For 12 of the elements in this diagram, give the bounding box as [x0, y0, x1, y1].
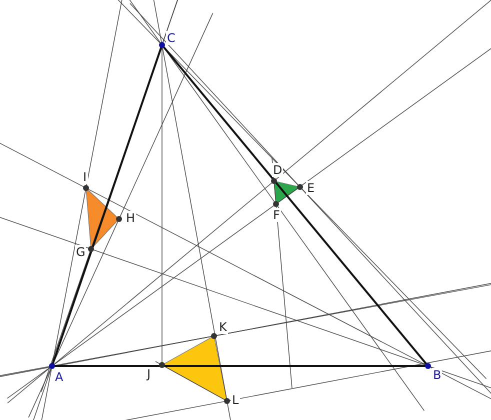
point-label: G — [75, 245, 86, 259]
point-label: D — [272, 163, 284, 177]
point-label: E — [306, 181, 316, 195]
point-label: J — [146, 367, 152, 381]
point-label: B — [432, 368, 442, 382]
point-label: K — [218, 320, 228, 334]
point-label: C — [166, 31, 176, 45]
point-label: I — [82, 170, 88, 184]
point-label: A — [54, 370, 64, 384]
point-label: L — [231, 393, 240, 407]
point-label: F — [272, 208, 281, 222]
point-label: H — [125, 211, 136, 225]
